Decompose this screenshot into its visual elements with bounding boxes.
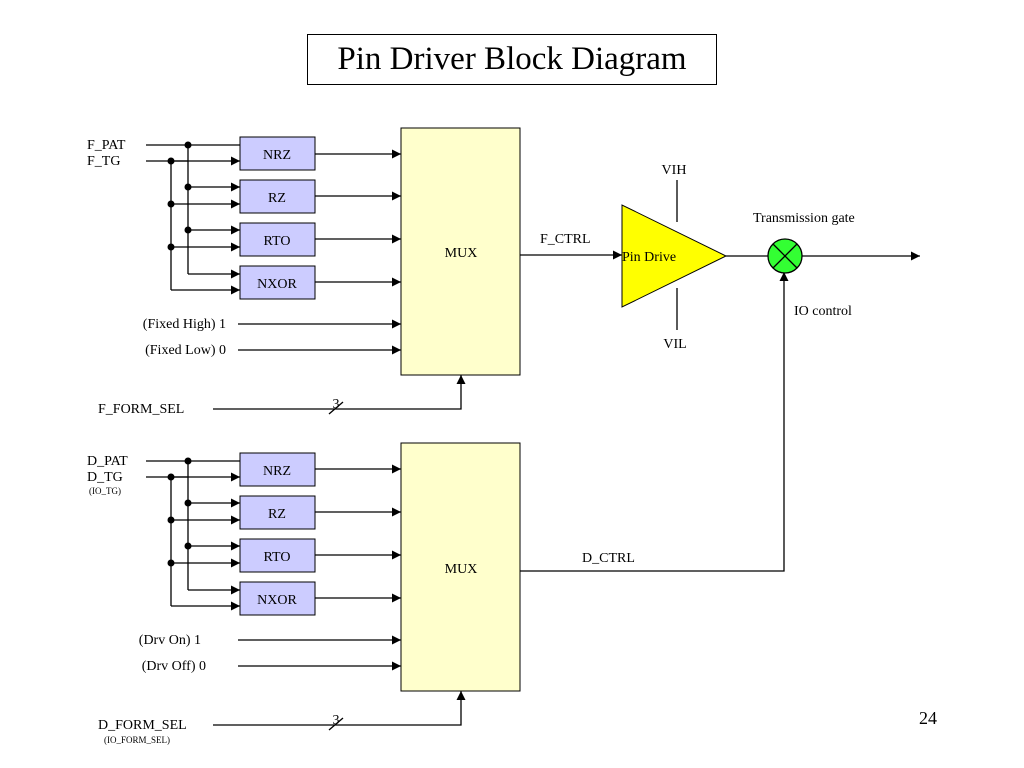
nxor-block <box>239 265 316 300</box>
rto-label: RTO <box>264 550 291 565</box>
io-form-sel-note: (IO_FORM_SEL) <box>104 735 170 745</box>
control-mux <box>400 442 521 692</box>
nrz-label: NRZ <box>263 464 291 479</box>
f-form-sel-line <box>213 375 466 410</box>
transmission-gate-icon <box>767 238 803 274</box>
control-format-blocks: NRZ RZ RTO NXOR <box>239 452 316 616</box>
drive-path <box>146 144 622 415</box>
d-pat-label: D_PAT <box>87 454 128 469</box>
d-ctrl-line <box>520 272 789 572</box>
rz-block <box>239 495 316 530</box>
driver-lines <box>676 180 920 330</box>
io-control-label: IO control <box>794 304 852 319</box>
io-tg-note: (IO_TG) <box>89 486 121 496</box>
drive-format-blocks: NRZ RZ RTO NXOR <box>239 136 316 300</box>
rto-block <box>239 222 316 257</box>
control-path <box>146 272 789 731</box>
fixed-low-label: (Fixed Low) 0 <box>145 343 226 358</box>
drive-mux <box>400 127 521 376</box>
drv-off-label: (Drv Off) 0 <box>142 659 206 674</box>
fixed-high-label: (Fixed High) 1 <box>143 317 226 332</box>
rto-label: RTO <box>264 234 291 249</box>
nxor-label: NXOR <box>257 593 297 608</box>
page-number: 24 <box>919 708 937 728</box>
vih-label: VIH <box>662 163 687 178</box>
bus-width-slash <box>328 717 344 731</box>
drive-mux-label: MUX <box>445 246 478 261</box>
d-ctrl-label: D_CTRL <box>582 551 635 566</box>
control-junctions <box>167 457 192 567</box>
pin-drive-label: Pin Drive <box>622 250 676 265</box>
bus-width-slash <box>328 401 344 415</box>
d-bus-width-label: 3 <box>333 713 340 728</box>
nxor-block <box>239 581 316 616</box>
rz-label: RZ <box>268 507 286 522</box>
drive-junctions <box>167 141 192 251</box>
page-title: Pin Driver Block Diagram <box>307 34 717 85</box>
f-pat-label: F_PAT <box>87 138 126 153</box>
f-tg-label: F_TG <box>87 154 120 169</box>
control-mux-label: MUX <box>445 562 478 577</box>
d-tg-label: D_TG <box>87 470 123 485</box>
f-form-sel-label: F_FORM_SEL <box>98 402 184 417</box>
transmission-gate-label: Transmission gate <box>753 211 855 226</box>
nxor-label: NXOR <box>257 277 297 292</box>
d-form-sel-line <box>213 691 466 726</box>
vil-label: VIL <box>663 337 686 352</box>
f-bus-width-label: 3 <box>333 397 340 412</box>
pin-driver-triangle <box>621 204 728 308</box>
nrz-label: NRZ <box>263 148 291 163</box>
nrz-block <box>239 452 316 487</box>
nrz-block <box>239 136 316 171</box>
d-form-sel-label: D_FORM_SEL <box>98 718 187 733</box>
drv-on-label: (Drv On) 1 <box>139 633 201 648</box>
f-ctrl-label: F_CTRL <box>540 232 591 247</box>
rz-label: RZ <box>268 191 286 206</box>
rto-block <box>239 538 316 573</box>
rz-block <box>239 179 316 214</box>
